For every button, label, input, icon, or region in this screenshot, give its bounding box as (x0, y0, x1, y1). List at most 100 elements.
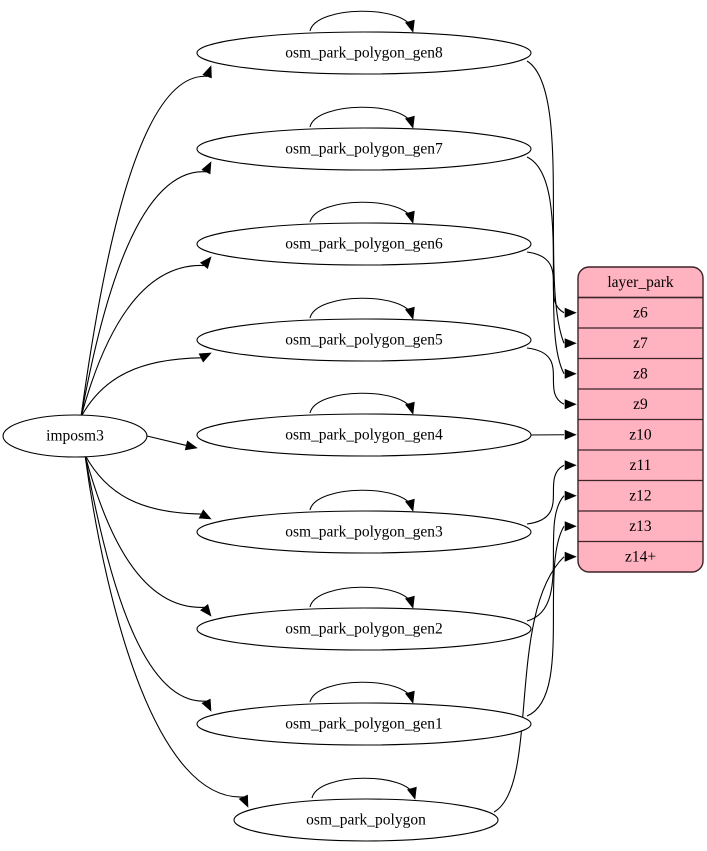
arrowhead-self-loop-osm_park_polygon_gen5 (405, 306, 415, 320)
node-osm_park_polygon_gen4[interactable]: osm_park_polygon_gen4 (196, 413, 532, 457)
node-osm_park_polygon-shape[interactable] (233, 798, 499, 842)
node-osm_park_polygon_gen1[interactable]: osm_park_polygon_gen1 (196, 702, 532, 746)
node-osm_park_polygon_gen6-label: osm_park_polygon_gen6 (285, 236, 443, 253)
node-imposm3-shape[interactable] (2, 414, 148, 458)
edge-imposm3-to-osm_park_polygon_gen5 (80, 357, 202, 418)
node-osm_park_polygon_gen7-shape[interactable] (196, 127, 532, 171)
table-row-label-z13: z13 (629, 518, 652, 535)
arrowhead-self-loop-osm_park_polygon_gen1 (405, 690, 415, 704)
table-row-cell-z11[interactable] (578, 450, 703, 481)
arrowhead-osm_park_polygon_gen1-to-z13 (564, 521, 577, 532)
node-imposm3-label: imposm3 (46, 428, 104, 445)
node-osm_park_polygon_gen6[interactable]: osm_park_polygon_gen6 (196, 222, 532, 266)
arrowhead-imposm3-to-osm_park_polygon_gen8 (202, 65, 212, 79)
self-loop-osm_park_polygon_gen7 (309, 106, 413, 128)
self-loop-osm_park_polygon_gen2 (309, 586, 413, 608)
arrowhead-self-loop-osm_park_polygon_gen3 (405, 498, 415, 512)
table-row-label-z10: z10 (629, 426, 652, 443)
table-row-cell-z9[interactable] (578, 389, 703, 420)
node-osm_park_polygon_gen3-shape[interactable] (196, 510, 532, 554)
arrowhead-self-loop-osm_park_polygon_gen8 (405, 19, 415, 33)
table-row-cell-z12[interactable] (578, 480, 703, 512)
arrowhead-imposm3-to-osm_park_polygon_gen5 (198, 352, 212, 363)
table-row-cell-z14+[interactable] (578, 541, 703, 573)
layer-park-table: layer_park z6 z7 z8 z9 z10 z11 z12 z13 z14+ (577, 266, 704, 573)
edge-osm_park_polygon_gen7-to-z8 (526, 156, 565, 375)
edge-osm_park_polygon_gen6-to-z6 (526, 251, 565, 314)
node-osm_park_polygon_gen2-label: osm_park_polygon_gen2 (285, 621, 443, 638)
edges-layer (80, 10, 577, 813)
arrowhead-osm_park_polygon_gen7-to-z8 (564, 368, 577, 379)
arrowhead-osm_park_polygon_gen3-to-z11 (564, 460, 577, 471)
node-osm_park_polygon_gen2-shape[interactable] (196, 607, 532, 651)
table-header-label: layer_park (607, 274, 674, 291)
node-osm_park_polygon_gen4-label: osm_park_polygon_gen4 (285, 427, 443, 444)
node-osm_park_polygon_gen7[interactable]: osm_park_polygon_gen7 (196, 127, 532, 171)
node-osm_park_polygon-label: osm_park_polygon (306, 812, 426, 829)
edge-osm_park_polygon_gen3-to-z11 (526, 464, 565, 525)
table-outline (577, 266, 704, 573)
table-row-cell-z7[interactable] (578, 328, 703, 359)
table-row-label-z7: z7 (633, 335, 648, 352)
node-osm_park_polygon_gen5[interactable]: osm_park_polygon_gen5 (196, 318, 532, 362)
node-osm_park_polygon_gen3[interactable]: osm_park_polygon_gen3 (196, 510, 532, 554)
node-osm_park_polygon[interactable]: osm_park_polygon (233, 798, 499, 842)
edge-imposm3-to-osm_park_polygon_gen8 (80, 75, 208, 418)
edge-imposm3-to-osm_park_polygon (84, 454, 244, 798)
node-osm_park_polygon_gen5-shape[interactable] (196, 318, 532, 362)
self-loop-osm_park_polygon (311, 777, 415, 799)
arrowhead-self-loop-osm_park_polygon (407, 786, 417, 800)
table-row-label-z9: z9 (633, 396, 648, 413)
table-row-cell-z6[interactable] (578, 297, 703, 329)
edge-osm_park_polygon_gen2-to-z12 (526, 495, 565, 622)
node-osm_park_polygon_gen1-label: osm_park_polygon_gen1 (285, 716, 443, 733)
node-imposm3[interactable]: imposm3 (2, 414, 148, 458)
node-osm_park_polygon_gen2[interactable]: osm_park_polygon_gen2 (196, 607, 532, 651)
node-osm_park_polygon_gen8[interactable]: osm_park_polygon_gen8 (196, 31, 532, 75)
node-osm_park_polygon_gen3-label: osm_park_polygon_gen3 (285, 524, 443, 541)
node-osm_park_polygon_gen7-label: osm_park_polygon_gen7 (285, 141, 443, 158)
self-loop-osm_park_polygon_gen6 (309, 201, 413, 223)
arrowhead-imposm3-to-osm_park_polygon_gen7 (201, 161, 212, 175)
arrowhead-imposm3-to-osm_park_polygon (238, 794, 249, 808)
table-header-cell (578, 267, 703, 298)
node-osm_park_polygon_gen5-label: osm_park_polygon_gen5 (285, 332, 443, 349)
arrowhead-osm_park_polygon_gen2-to-z12 (564, 490, 577, 501)
edge-imposm3-to-osm_park_polygon_gen3 (84, 454, 202, 515)
self-loop-osm_park_polygon_gen3 (309, 489, 413, 511)
arrowhead-self-loop-osm_park_polygon_gen6 (405, 210, 415, 224)
arrowhead-osm_park_polygon_gen6-to-z6 (564, 307, 577, 318)
table-row-label-z12: z12 (629, 487, 651, 504)
edge-imposm3-to-osm_park_polygon_gen7 (80, 171, 207, 418)
table-row-label-z11: z11 (630, 457, 652, 474)
self-loop-osm_park_polygon_gen5 (309, 297, 413, 319)
node-osm_park_polygon_gen4-shape[interactable] (196, 413, 532, 457)
edge-imposm3-to-osm_park_polygon_gen6 (80, 264, 205, 418)
arrowhead-imposm3-to-osm_park_polygon_gen3 (198, 509, 212, 520)
node-osm_park_polygon_gen8-label: osm_park_polygon_gen8 (285, 45, 443, 62)
arrowhead-self-loop-osm_park_polygon_gen4 (405, 401, 415, 415)
arrowhead-self-loop-osm_park_polygon_gen7 (405, 115, 415, 129)
node-osm_park_polygon_gen1-shape[interactable] (196, 702, 532, 746)
table-row-label-z14+: z14+ (625, 548, 656, 565)
node-osm_park_polygon_gen8-shape[interactable] (196, 31, 532, 75)
arrowhead-osm_park_polygon_gen4-to-z10 (564, 429, 577, 440)
table-row-label-z8: z8 (633, 365, 648, 382)
edge-osm_park_polygon_gen1-to-z13 (526, 525, 565, 717)
self-loop-osm_park_polygon_gen8 (309, 10, 413, 32)
layer-park-table-body (578, 267, 703, 572)
self-loop-osm_park_polygon_gen1 (309, 681, 413, 703)
table-row-cell-z13[interactable] (578, 511, 703, 542)
table-row-cell-z10[interactable] (578, 419, 703, 451)
arrowhead-osm_park_polygon-to-z14+ (564, 551, 577, 562)
edge-osm_park_polygon_gen5-to-z9 (526, 347, 565, 405)
edge-osm_park_polygon_gen8-to-z7 (526, 60, 565, 344)
arrowhead-imposm3-to-osm_park_polygon_gen6 (199, 256, 212, 269)
table-row-cell-z8[interactable] (578, 358, 703, 390)
table-row-label-z6: z6 (633, 304, 648, 321)
self-loop-osm_park_polygon_gen4 (309, 392, 413, 414)
node-osm_park_polygon_gen6-shape[interactable] (196, 222, 532, 266)
arrowhead-imposm3-to-osm_park_polygon_gen4 (184, 440, 198, 451)
